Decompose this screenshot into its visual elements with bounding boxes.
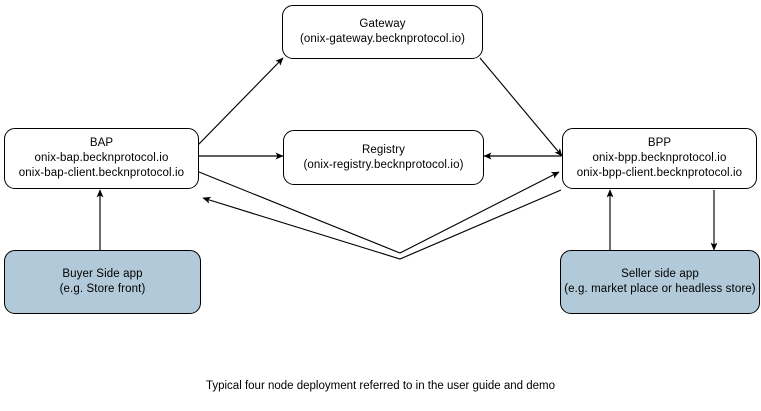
- edge-bpp-to-bap: [202, 189, 562, 260]
- node-gateway-subtitle: (onix-gateway.becknprotocol.io): [299, 33, 466, 45]
- node-registry-subtitle: (onix-registry.becknprotocol.io): [303, 158, 464, 171]
- node-gateway[interactable]: Gateway (onix-gateway.becknprotocol.io): [282, 5, 483, 59]
- node-bap-subtitle-2: onix-bap-client.becknprotocol.io: [18, 167, 185, 179]
- node-buyer-app-title: Buyer Side app: [62, 268, 143, 280]
- node-seller-app[interactable]: Seller side app (e.g. market place or he…: [560, 250, 760, 314]
- node-bap-subtitle: onix-bap.becknprotocol.io: [34, 152, 169, 164]
- node-buyer-app[interactable]: Buyer Side app (e.g. Store front): [4, 250, 201, 314]
- edge-bap-to-gateway: [197, 57, 284, 146]
- node-gateway-title: Gateway: [359, 18, 406, 30]
- edge-gateway-to-bpp: [479, 57, 563, 157]
- node-bpp[interactable]: BPP onix-bpp.becknprotocol.io onix-bpp-c…: [562, 128, 757, 189]
- node-buyer-app-subtitle: (e.g. Store front): [59, 283, 146, 295]
- node-bpp-subtitle: onix-bpp.becknprotocol.io: [592, 152, 727, 164]
- diagram-caption: Typical four node deployment referred to…: [205, 380, 556, 392]
- node-bap-title: BAP: [89, 137, 114, 149]
- node-registry[interactable]: Registry (onix-registry.becknprotocol.io…: [283, 130, 484, 185]
- node-seller-app-subtitle: (e.g. market place or headless store): [564, 283, 756, 295]
- node-bpp-subtitle-2: onix-bpp-client.becknprotocol.io: [576, 167, 743, 179]
- node-seller-app-title: Seller side app: [621, 268, 699, 280]
- node-bap[interactable]: BAP onix-bap.becknprotocol.io onix-bap-c…: [4, 128, 199, 189]
- node-bpp-title: BPP: [647, 137, 672, 149]
- node-registry-title: Registry: [361, 143, 406, 156]
